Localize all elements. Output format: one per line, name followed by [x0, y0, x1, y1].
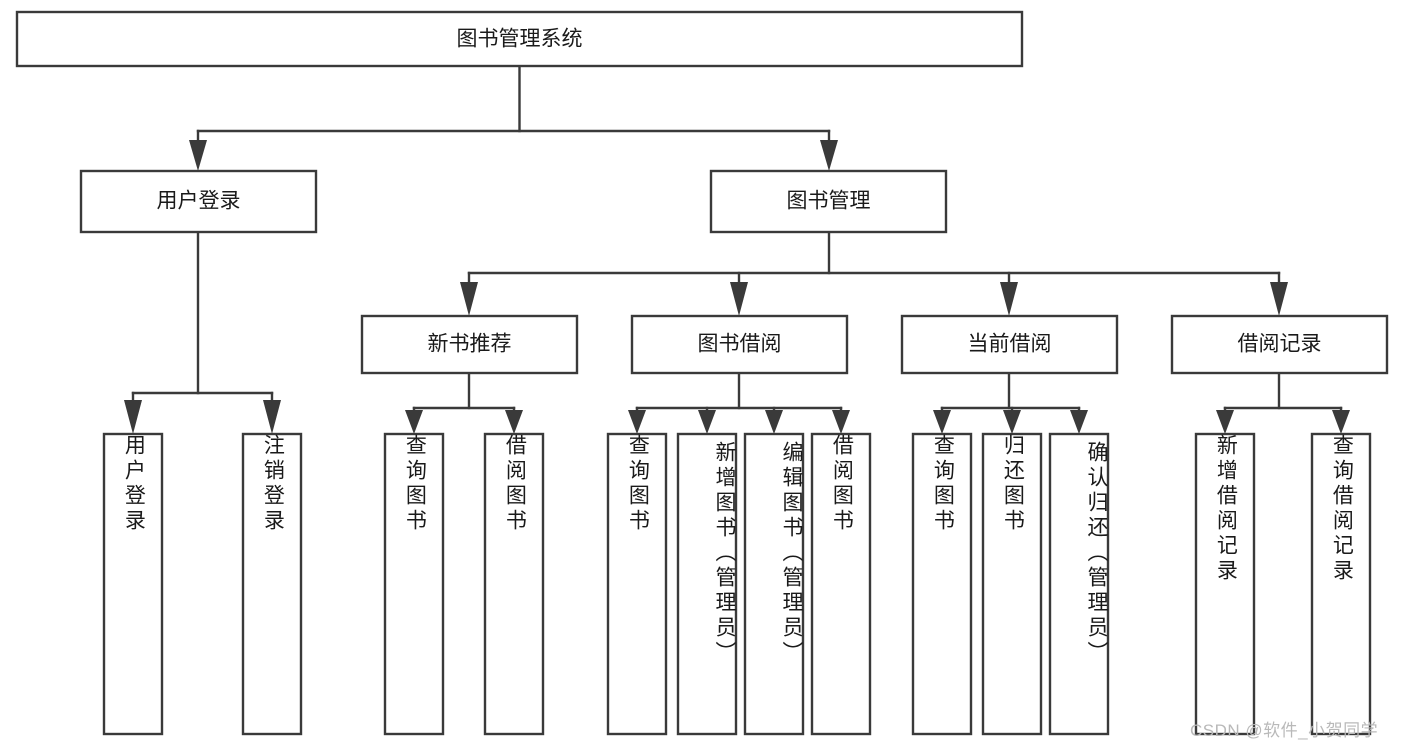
node-user-login-label: 用户登录 [157, 190, 241, 213]
arrow-to-leaf-query-book-2 [628, 410, 646, 434]
leaf-box-logout[interactable] [241, 432, 303, 736]
node-book-borrow-label: 图书借阅 [698, 333, 782, 356]
node-borrow-record-rect[interactable] [1170, 314, 1389, 375]
arrow-to-leaf-query-book-3 [933, 410, 951, 434]
leaf-box-edit-book[interactable] [743, 432, 805, 736]
arrow-to-book-manage [820, 140, 838, 171]
arrow-to-leaf-edit-book [765, 410, 783, 434]
arrow-to-leaf-add-book [698, 410, 716, 434]
node-new-book-recommend[interactable]: 新书推荐 [360, 314, 579, 375]
node-borrow-record[interactable]: 借阅记录 [1170, 314, 1389, 375]
arrow-to-new-book-recommend [460, 282, 478, 316]
node-current-borrow[interactable]: 当前借阅 [900, 314, 1119, 375]
node-user-login-rect[interactable] [79, 169, 318, 234]
leaf-box-user-login[interactable] [102, 432, 164, 736]
node-root-label: 图书管理系统 [457, 28, 583, 51]
arrow-to-leaf-query-record [1332, 410, 1350, 434]
leaf-box-borrow-book-2[interactable] [810, 432, 872, 736]
arrow-to-current-borrow [1000, 282, 1018, 316]
node-current-borrow-rect[interactable] [900, 314, 1119, 375]
leaf-box-return-book[interactable] [981, 432, 1043, 736]
node-new-book-recommend-label: 新书推荐 [428, 333, 512, 356]
arrow-to-leaf-query-book-1 [405, 410, 423, 434]
leaf-box-query-record[interactable] [1310, 432, 1372, 736]
connector-group-new-book-recommend [405, 371, 523, 434]
connector-group-root [189, 64, 838, 171]
node-root[interactable]: 图书管理系统 [15, 10, 1024, 68]
leaf-box-query-book-1[interactable] [383, 432, 445, 736]
csdn-watermark: CSDN @软件_小贺同学 [1190, 721, 1379, 740]
node-user-login[interactable]: 用户登录 [79, 169, 318, 234]
connector-group-book-borrow [628, 371, 850, 434]
leaf-box-query-book-2[interactable] [606, 432, 668, 736]
connector-group-borrow-record [1216, 371, 1350, 434]
node-book-manage[interactable]: 图书管理 [709, 169, 948, 234]
connector-group-user-login [124, 230, 281, 434]
node-current-borrow-label: 当前借阅 [968, 333, 1052, 356]
leaf-box-confirm-return[interactable] [1048, 432, 1110, 736]
leaf-box-group [102, 432, 1372, 736]
node-borrow-record-label: 借阅记录 [1238, 333, 1322, 356]
arrow-to-leaf-logout [263, 400, 281, 434]
arrow-to-leaf-borrow-book-2 [832, 410, 850, 434]
leaf-box-add-book[interactable] [676, 432, 738, 736]
arrow-to-leaf-confirm-return [1070, 410, 1088, 434]
arrow-to-leaf-add-record [1216, 410, 1234, 434]
arrow-to-borrow-record [1270, 282, 1288, 316]
node-root-rect[interactable] [15, 10, 1024, 68]
arrow-to-leaf-return-book [1003, 410, 1021, 434]
arrow-to-book-borrow [730, 282, 748, 316]
node-new-book-recommend-rect[interactable] [360, 314, 579, 375]
connector-group-current-borrow [933, 371, 1088, 434]
node-book-borrow-rect[interactable] [630, 314, 849, 375]
leaf-box-borrow-book-1[interactable] [483, 432, 545, 736]
connector-group-book-manage [460, 230, 1288, 316]
node-book-manage-rect[interactable] [709, 169, 948, 234]
node-book-manage-label: 图书管理 [787, 190, 871, 213]
node-book-borrow[interactable]: 图书借阅 [630, 314, 849, 375]
arrow-to-leaf-borrow-book-1 [505, 410, 523, 434]
leaf-box-query-book-3[interactable] [911, 432, 973, 736]
leaf-box-add-record[interactable] [1194, 432, 1256, 736]
arrow-to-leaf-user-login [124, 400, 142, 434]
arrow-to-user-login [189, 140, 207, 171]
